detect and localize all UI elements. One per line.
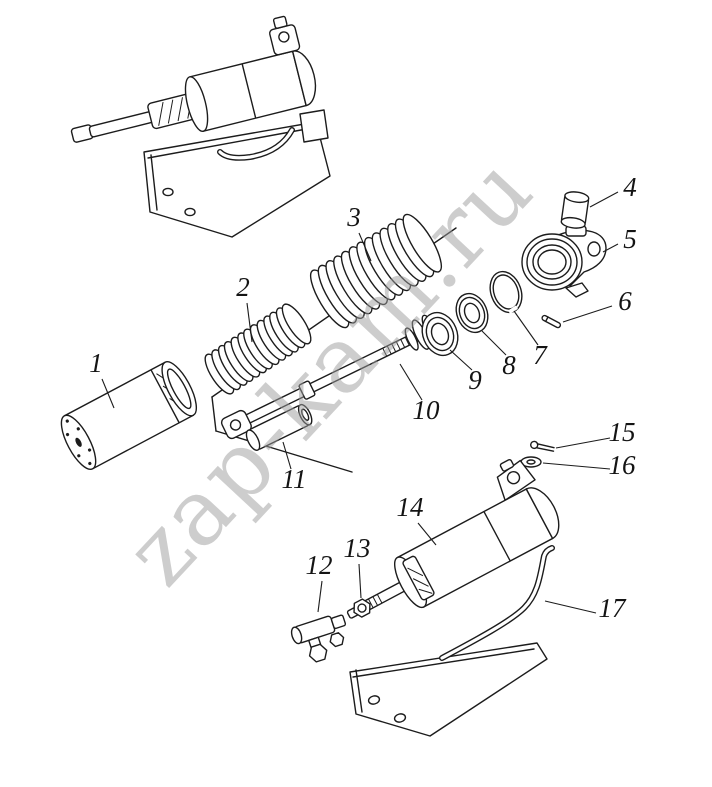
leader-line-16 xyxy=(542,462,611,470)
callout-label-17: 17 xyxy=(599,593,628,623)
callout-label-15: 15 xyxy=(609,417,636,447)
callout-1: 1 xyxy=(89,348,115,409)
callout-5: 5 xyxy=(602,224,637,254)
assembled-unit xyxy=(70,15,331,238)
leader-line-11 xyxy=(282,441,292,470)
callout-label-8: 8 xyxy=(502,350,516,380)
callout-label-1: 1 xyxy=(89,348,103,378)
callout-label-12: 12 xyxy=(306,550,333,580)
callout-label-10: 10 xyxy=(413,395,441,425)
leader-line-1 xyxy=(101,378,115,409)
leader-line-6 xyxy=(562,305,613,323)
callout-label-4: 4 xyxy=(623,172,637,202)
callout-6: 6 xyxy=(562,286,632,323)
leader-line-4 xyxy=(589,191,619,208)
callout-8: 8 xyxy=(481,330,516,380)
callout-14: 14 xyxy=(397,492,437,546)
leader-line-10 xyxy=(399,363,423,401)
part-12-fitting xyxy=(290,614,347,663)
callout-label-3: 3 xyxy=(346,202,361,232)
part-17-bent-rod xyxy=(439,545,555,661)
callout-10: 10 xyxy=(399,363,441,425)
callout-9: 9 xyxy=(449,349,482,395)
callout-label-14: 14 xyxy=(397,492,424,522)
leader-line-15 xyxy=(555,437,611,449)
bottom-mounting-plate xyxy=(349,642,548,737)
leader-line-3 xyxy=(358,232,372,262)
callout-11: 11 xyxy=(282,441,307,494)
leader-line-9 xyxy=(449,349,473,371)
assembled-mounting-plate xyxy=(143,121,331,238)
callout-label-11: 11 xyxy=(282,464,307,494)
part-8-seal-ring xyxy=(455,292,489,334)
part-13-nut xyxy=(353,598,371,618)
callout-15: 15 xyxy=(555,417,636,449)
part-5-end-cover xyxy=(521,225,607,298)
callout-label-9: 9 xyxy=(468,365,482,395)
leader-line-8 xyxy=(481,330,507,356)
callout-label-6: 6 xyxy=(618,286,632,316)
part-9-seal-washer xyxy=(421,311,459,357)
leader-line-12 xyxy=(317,580,323,613)
assembled-hook-rod xyxy=(217,127,295,161)
callout-label-13: 13 xyxy=(344,533,371,563)
callout-7: 7 xyxy=(513,310,548,370)
part-11-spacer-tube xyxy=(245,403,313,451)
callout-label-7: 7 xyxy=(533,340,548,370)
part-4-buffer-cap xyxy=(560,191,590,229)
assembled-bracket xyxy=(299,109,329,143)
part-16-washer xyxy=(520,456,542,468)
assembled-cylinder xyxy=(70,15,317,143)
callout-3: 3 xyxy=(346,202,372,262)
leader-line-13 xyxy=(358,563,362,599)
leader-line-2 xyxy=(246,302,253,343)
callouts-layer: 1 2 3 4 5 6 7 8 xyxy=(89,172,637,623)
callout-label-5: 5 xyxy=(623,224,637,254)
callout-16: 16 xyxy=(542,450,637,480)
callout-2: 2 xyxy=(236,272,253,343)
leader-line-17 xyxy=(544,600,597,614)
callout-4: 4 xyxy=(589,172,637,208)
leader-line-7 xyxy=(513,310,539,346)
callout-13: 13 xyxy=(344,533,371,599)
part-7-snap-ring xyxy=(489,270,523,314)
part-6-pin xyxy=(541,314,562,329)
callout-17: 17 xyxy=(544,593,628,623)
callout-label-16: 16 xyxy=(609,450,637,480)
leader-line-5 xyxy=(602,243,619,253)
callout-12: 12 xyxy=(306,550,333,613)
callout-label-2: 2 xyxy=(236,272,250,302)
part-1-cylinder-barrel xyxy=(60,361,198,470)
part-15-cotter-pin xyxy=(530,440,555,452)
leader-line-14 xyxy=(417,522,437,546)
part-14-cylinder-assembly xyxy=(346,458,560,619)
